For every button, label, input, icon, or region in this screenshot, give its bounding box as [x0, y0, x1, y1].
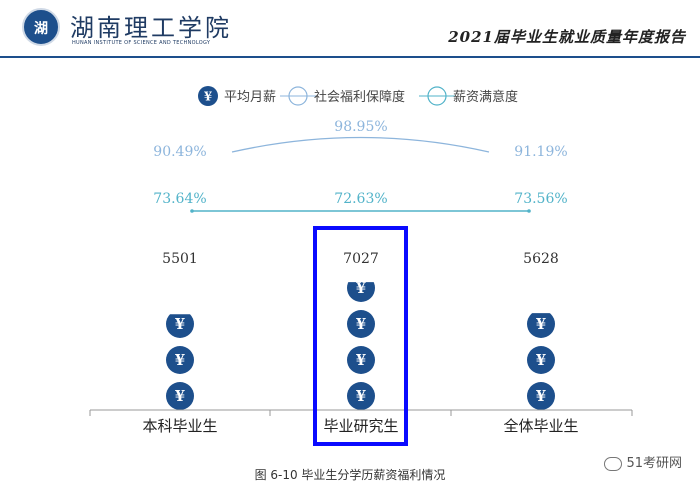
yen-coin-glyph: ¥	[356, 279, 366, 297]
chart-axis: 本科毕业生 毕业研究生 全体毕业生	[89, 409, 633, 435]
yen-coin-glyph: ¥	[356, 351, 366, 369]
report-title: 2021届毕业生就业质量年度报告	[448, 28, 686, 46]
yen-coin-partial-icon	[347, 282, 375, 302]
university-logo-seal: 湖	[22, 8, 60, 46]
yen-coin-icon	[347, 382, 375, 410]
yen-coin-glyph: ¥	[175, 351, 185, 369]
yen-coin-glyph: ¥	[536, 351, 546, 369]
yen-coin-glyph: ¥	[536, 315, 546, 333]
yen-coin-glyph: ¥	[356, 315, 366, 333]
satisfaction-value-label: 73.56%	[514, 191, 567, 207]
satisfaction-line-endpoint	[190, 209, 194, 213]
legend-label: 薪资满意度	[453, 89, 518, 105]
chart-coin-stacks: ¥ ¥ ¥ ¥ ¥ ¥ ¥ ¥ ¥ ¥	[166, 279, 555, 410]
salary-value-label: 7027	[343, 251, 379, 267]
x-tick-label: 毕业研究生	[323, 417, 398, 435]
welfare-series-line	[231, 136, 490, 153]
report-header: 湖 湖南理工学院 HUNAN INSTITUTE OF SCIENCE AND …	[0, 0, 700, 60]
chart-value-labels: 90.49% 73.64% 5501 98.95% 72.63% 7027 91.19% 73…	[153, 119, 567, 267]
wechat-icon	[604, 456, 623, 471]
salary-welfare-chart: ¥ 平均月薪 社会福利保障度 薪资满意度 90.49% 73.64% 5501 98.95%…	[0, 70, 700, 450]
yen-coin-icon	[166, 346, 194, 374]
salary-value-label: 5628	[523, 251, 559, 267]
salary-value-label: 5501	[162, 251, 198, 267]
legend-coin-icon	[198, 86, 218, 106]
watermark: 51考研网	[604, 452, 682, 471]
welfare-value-label: 98.95%	[334, 119, 387, 135]
legend-coin-glyph: ¥	[204, 90, 212, 104]
welfare-value-label: 91.19%	[514, 144, 567, 160]
watermark-text: 51考研网	[626, 456, 682, 471]
x-tick-label: 全体毕业生	[503, 417, 578, 435]
welfare-value-label: 90.49%	[153, 144, 206, 160]
yen-coin-icon	[166, 382, 194, 410]
chart-lines	[190, 136, 531, 213]
yen-coin-icon	[527, 382, 555, 410]
satisfaction-line-endpoint	[527, 209, 531, 213]
yen-coin-icon	[347, 346, 375, 374]
highlight-box-graduate	[313, 226, 408, 446]
yen-coin-glyph: ¥	[175, 315, 185, 333]
yen-coin-glyph: ¥	[356, 387, 366, 405]
yen-coin-glyph: ¥	[536, 387, 546, 405]
yen-coin-partial-icon	[527, 313, 555, 338]
x-tick-label: 本科毕业生	[142, 417, 217, 435]
header-divider	[0, 56, 700, 58]
yen-coin-glyph: ¥	[175, 387, 185, 405]
satisfaction-value-label: 73.64%	[153, 191, 206, 207]
figure-caption: 图 6-10 毕业生分学历薪资福利情况	[254, 468, 446, 482]
university-english-name: HUNAN INSTITUTE OF SCIENCE AND TECHNOLOG…	[72, 40, 211, 46]
chart-svg: ¥ 平均月薪 社会福利保障度 薪资满意度 90.49% 73.64% 5501 98.95%…	[89, 86, 633, 435]
legend-label: 平均月薪	[224, 90, 276, 105]
university-name: 湖南理工学院	[70, 14, 232, 42]
chart-legend: ¥ 平均月薪 社会福利保障度 薪资满意度	[198, 86, 518, 106]
yen-coin-icon	[347, 310, 375, 338]
yen-coin-partial-icon	[166, 314, 194, 338]
satisfaction-value-label: 72.63%	[334, 191, 387, 207]
yen-coin-icon	[527, 346, 555, 374]
legend-label: 社会福利保障度	[314, 89, 405, 105]
